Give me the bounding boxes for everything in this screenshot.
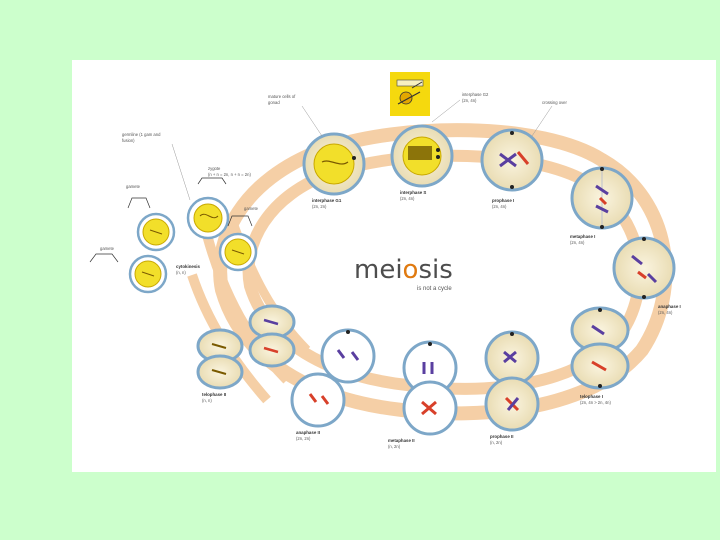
meiosis-diagram: meiosis is not a cycle [89,72,681,449]
label-interphase-g2: interphase G2 [462,92,489,97]
cell-interphase-g1 [302,132,366,196]
title-prefix: mei [354,255,403,285]
inset-thumbnail [390,72,430,116]
label-metaphase-1: metaphase I [570,234,595,239]
cell-prophase-2-lower [484,376,540,432]
label-gamete-3: gamete [100,246,115,251]
label-metaphase-2-val: (n, 2n) [388,444,401,449]
label-metaphase-2: metaphase II [388,438,415,443]
label-prophase-2-val: (n, 2n) [490,440,503,445]
label-germ-cells: germline (1 gam and [122,132,161,137]
label-gamete-1: gamete [126,184,141,189]
svg-text:meiosis: meiosis [354,255,453,285]
label-cytokinesis-val: (n, n) [176,270,186,275]
label-anaphase-1: anaphase I [658,304,681,309]
label-telophase-1-val: (2n, 4n > 2n, 4n) [580,400,611,405]
diagram-panel: meiosis is not a cycle [72,60,716,472]
cell-metaphase-1 [570,166,634,230]
label-mature-cells-2: gonad [268,100,280,105]
label-zygote-val: (n + n = 2n, n + n = 2n) [208,172,251,177]
diagram-subtitle: is not a cycle [417,286,452,292]
label-gamete-2: gamete [244,206,259,211]
label-telophase-2-val: (n, n) [202,398,212,403]
label-prophase-1: prophase I [492,198,514,203]
label-prophase-2: prophase II [490,434,513,439]
diagram-title: meiosis is not a cycle [354,255,453,292]
cell-telophase-1 [570,306,630,390]
cell-telophase-2-b [196,328,244,390]
label-prophase-1-val: (2n, 4n) [492,204,507,209]
label-mature-cells: mature cells of [268,94,296,99]
cell-gamete-lower-left [128,254,168,294]
label-metaphase-1-val: (2n, 4n) [570,240,585,245]
label-anaphase-2-val: (2n, 2n) [296,436,311,441]
label-interphase-s-val: (2n, 4n) [400,196,415,201]
label-anaphase-1-val: (2n, 4n) [658,310,673,315]
label-germ-cells-2: fusion) [122,138,135,143]
label-crossing-over: crossing over [542,100,568,105]
cell-metaphase-2-lower [402,380,458,436]
cell-gamete-upper-left [136,212,176,252]
label-interphase-g2-val: (2n, 4n) [462,98,477,103]
title-o: o [403,255,419,285]
cell-anaphase-2-lower [290,372,346,428]
cell-anaphase-1 [612,236,676,300]
label-interphase-g1-val: (2n, 2n) [312,204,327,209]
cell-anaphase-2-upper [320,328,376,384]
label-interphase-g1: interphase G1 [312,198,342,203]
label-cytokinesis: cytokinesis [176,264,200,269]
cell-gamete-right [218,232,258,272]
title-suffix: sis [418,255,452,285]
cell-zygote [186,196,230,240]
cell-prophase-1 [480,128,544,192]
label-telophase-1: telophase I [580,394,603,399]
label-interphase-s: interphase S [400,190,426,195]
labels: mature cells of gonad interphase G2 (2n,… [89,92,681,449]
label-telophase-2: telophase II [202,392,226,397]
label-zygote: zygote [208,166,221,171]
cell-prophase-2-upper [484,330,540,386]
cell-telophase-2-a [248,304,296,368]
cell-interphase-s [390,124,454,188]
label-anaphase-2: anaphase II [296,430,320,435]
